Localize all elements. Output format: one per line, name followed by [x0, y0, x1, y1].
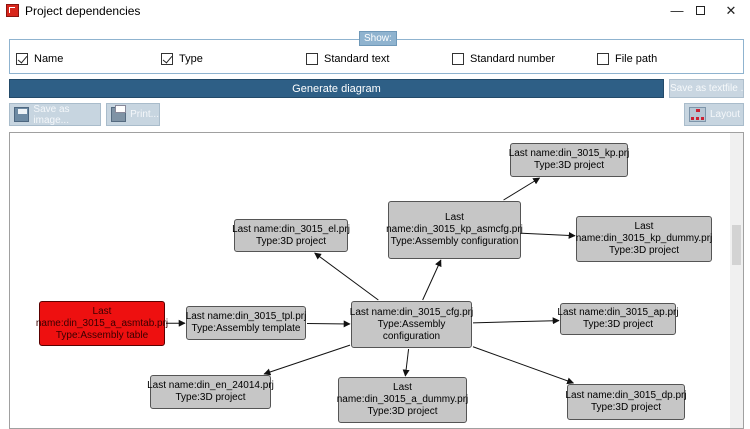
window-title: Project dependencies [25, 4, 141, 18]
node-text-line: name:din_3015_kp_dummy.prj [575, 233, 713, 244]
layout-label: Layout [710, 109, 741, 120]
node-text-line: Type:3D project [590, 402, 662, 413]
node-text-line: Last [634, 221, 654, 232]
node-text-line: Last name:din_3015_ap.prj [557, 307, 679, 318]
node-text-line: Last [445, 212, 464, 223]
node-text-line: Type:3D project [608, 245, 680, 256]
edge-cfg-to-dp [472, 346, 575, 385]
edge-cfg-to-kp_asmcfg [422, 259, 442, 301]
title-bar: Project dependencies — ✕ [0, 0, 750, 22]
node-text-line: configuration [382, 330, 441, 342]
save-as-textfile-button[interactable]: Save as textfile ... [669, 79, 744, 98]
checkbox-standard-text-label: Standard text [324, 53, 390, 65]
node-text-line: Last [92, 305, 112, 317]
print-button[interactable]: Print... [106, 103, 160, 126]
type-checkbox[interactable]: Type [161, 52, 203, 66]
node-text-line: Last name:din_3015_dp.prj [565, 390, 687, 401]
node-text-line: name:din_3015_a_asmtab.prj [35, 317, 169, 329]
node-text-line: name:din_3015_kp_asmcfg.prj [386, 224, 523, 235]
close-button[interactable]: ✕ [725, 3, 737, 18]
file-path-checkbox[interactable]: File path [597, 52, 657, 66]
maximize-icon [695, 6, 705, 16]
node-text-line: Type:Assembly template [191, 323, 301, 334]
node-text-line: Last name:din_3015_kp.prj [508, 148, 630, 159]
disk-icon [14, 107, 30, 122]
checkbox-standard-number-box[interactable] [452, 53, 464, 65]
maximize-button[interactable] [683, 0, 717, 22]
print-label: Print... [130, 109, 159, 120]
standard-text-checkbox[interactable]: Standard text [306, 52, 389, 66]
node-text-line: Type:Assembly [377, 318, 446, 330]
checkbox-type-label: Type [179, 53, 203, 65]
node-text-line: Type:3D project [367, 406, 438, 417]
edge-cfg-to-ap [472, 317, 560, 325]
generate-diagram-button[interactable]: Generate diagram [9, 79, 664, 98]
edge-cfg-to-en [263, 344, 351, 376]
printer-icon [111, 105, 127, 122]
checkbox-standard-text-box[interactable] [306, 53, 318, 65]
node-text-line: Last [393, 382, 412, 393]
checkbox-name-label: Name [34, 53, 64, 65]
edge-kp_asmcfg-to-kp_dummy [521, 231, 576, 239]
vertical-scrollbar[interactable] [730, 133, 743, 428]
node-text-line: Type:Assembly configuration [390, 236, 519, 247]
node-text-line: Last name:din_3015_el.prj [232, 223, 350, 235]
layout-button[interactable]: Layout [684, 103, 744, 126]
node-text-line: Last name:din_3015_cfg.prj [349, 306, 474, 318]
name-checkbox[interactable]: Name [16, 52, 63, 66]
node-text-line: Last name:din_en_24014.prj [147, 380, 274, 391]
node-text-line: name:din_3015_a_dummy.prj [336, 394, 469, 405]
node-text-line: Type:Assembly table [55, 329, 149, 341]
show-legend: Show: [359, 31, 397, 46]
edge-cfg-to-el [314, 252, 379, 301]
node-text-line: Type:3D project [533, 160, 605, 171]
checkbox-type-box[interactable] [161, 53, 173, 65]
save-as-image-button[interactable]: Save as image... [9, 103, 101, 126]
checkbox-name-box[interactable] [16, 53, 28, 65]
edge-cfg-to-a_dummy [402, 348, 410, 377]
scrollbar-thumb[interactable] [732, 225, 741, 265]
node-text-line: Type:3D project [175, 392, 246, 403]
minimize-button[interactable]: — [670, 3, 684, 18]
dependency-edges [165, 177, 576, 385]
hierarchy-icon [689, 107, 706, 122]
edge-kp_asmcfg-to-kp [503, 177, 541, 201]
node-text-line: Type:3D project [582, 319, 654, 330]
checkbox-file-path-label: File path [615, 53, 658, 65]
node-text-line: Type:3D project [255, 235, 327, 247]
node-text-line: Last name:din_3015_tpl.prj [185, 311, 307, 322]
checkbox-standard-number-label: Standard number [470, 53, 555, 65]
app-icon [6, 4, 19, 17]
standard-number-checkbox[interactable]: Standard number [452, 52, 555, 66]
save-as-image-label: Save as image... [33, 103, 70, 126]
checkbox-file-path-box[interactable] [597, 53, 609, 65]
